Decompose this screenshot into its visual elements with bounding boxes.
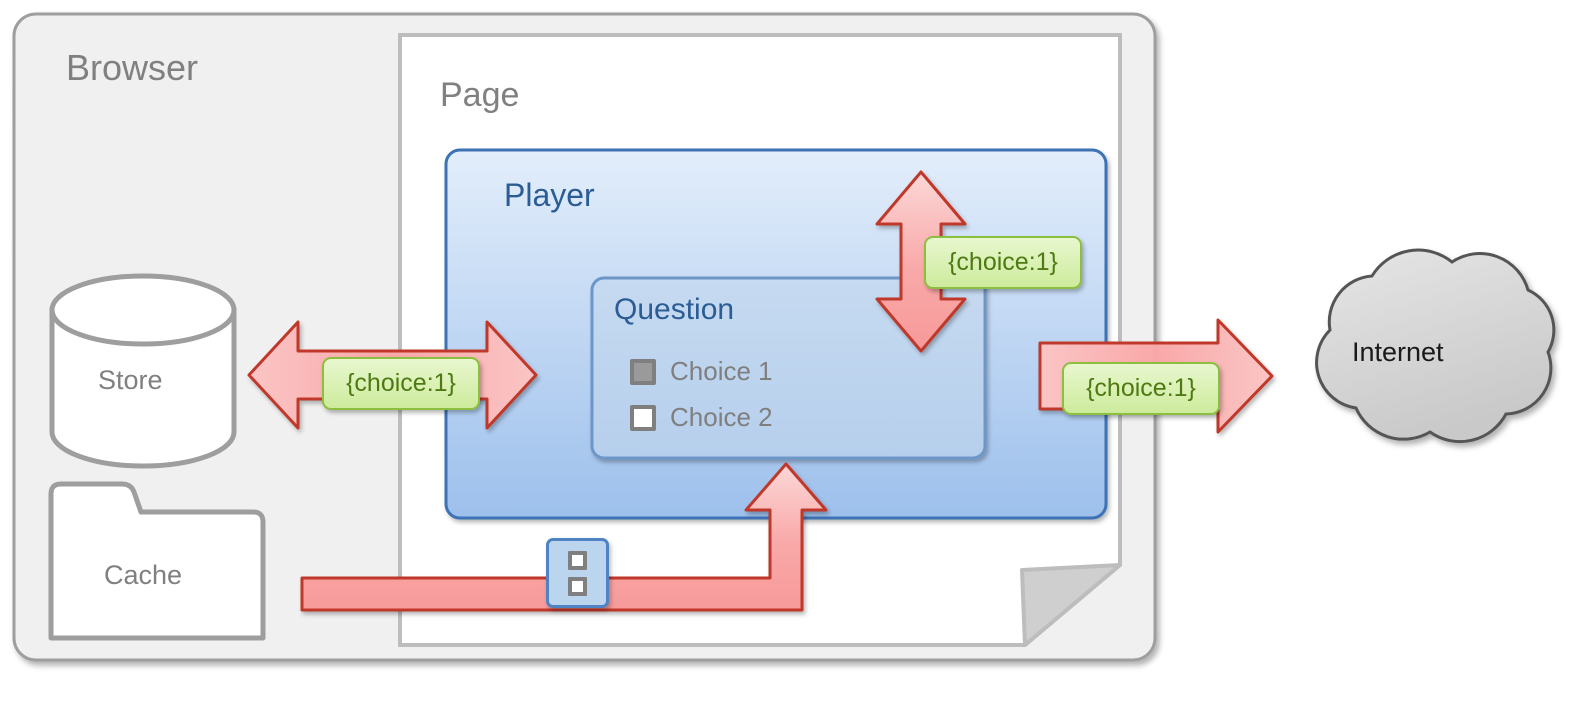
cache-node xyxy=(48,481,266,641)
widget-square-icon xyxy=(568,550,587,570)
widget-square-icon xyxy=(568,576,587,596)
internet-node xyxy=(1315,248,1556,444)
choice-row[interactable]: Choice 2 xyxy=(630,402,773,433)
checkbox-unchecked-icon[interactable] xyxy=(630,404,656,431)
choice-label: Choice 2 xyxy=(670,402,773,432)
arrow-tag-internet: {choice:1} xyxy=(1062,362,1220,415)
choice-row[interactable]: Choice 1 xyxy=(630,356,773,387)
question-container xyxy=(590,276,987,460)
arrow-tag-player-question: {choice:1} xyxy=(924,236,1082,289)
question-widget-icon[interactable] xyxy=(546,538,609,608)
arrow-player-question xyxy=(875,170,967,353)
checkbox-checked-icon[interactable] xyxy=(630,358,656,385)
arrow-tag-store: {choice:1} xyxy=(322,357,480,410)
choice-label: Choice 1 xyxy=(670,356,773,386)
store-node xyxy=(49,273,237,469)
